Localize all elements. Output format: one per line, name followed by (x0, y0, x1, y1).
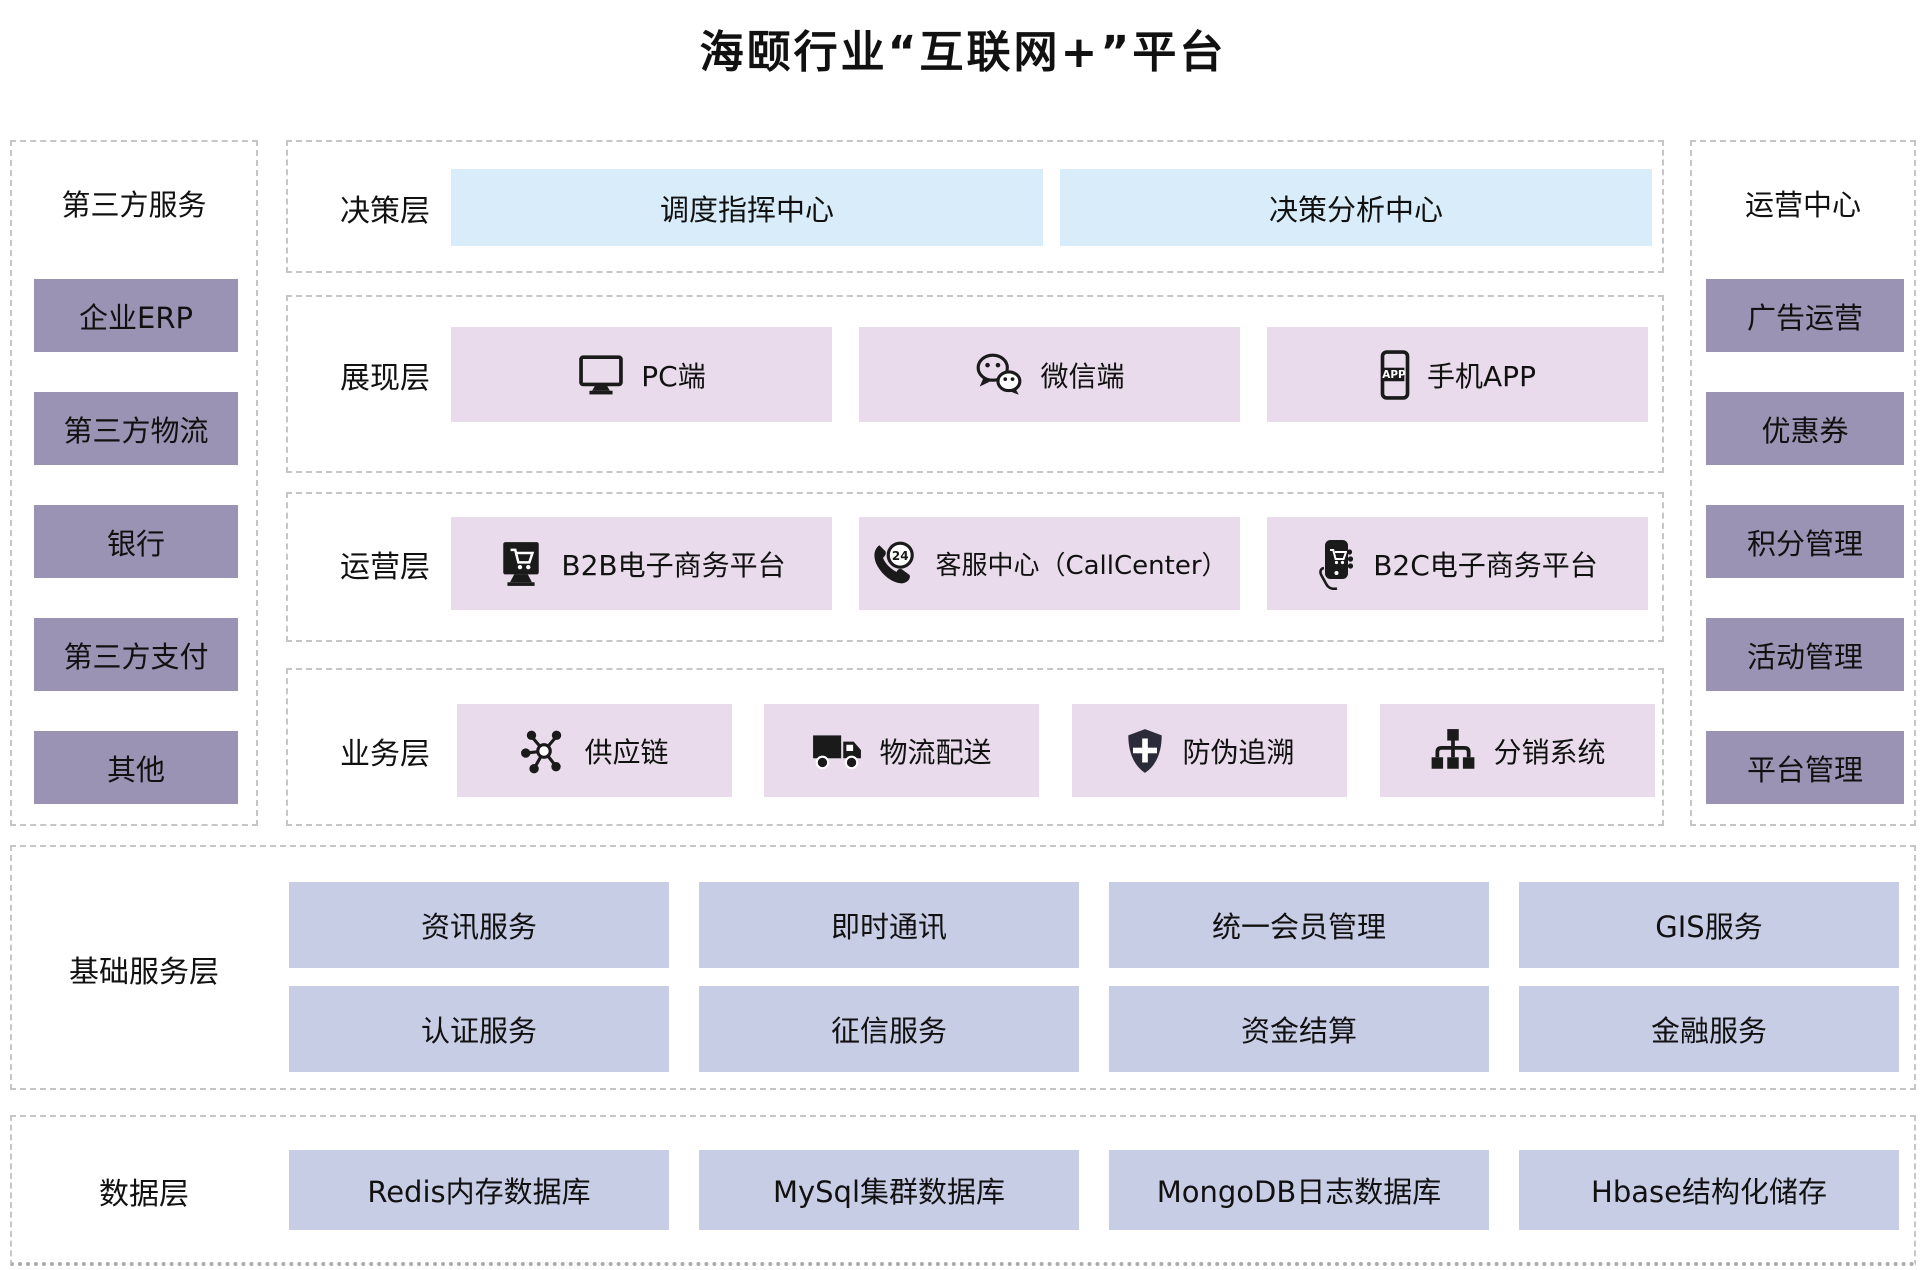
operation-item-b2c: B2C电子商务平台 (1267, 517, 1648, 610)
svg-text:24: 24 (892, 548, 909, 562)
operation-item-label: B2C电子商务平台 (1373, 548, 1598, 582)
b2c-ecommerce-icon (1317, 538, 1357, 590)
operation-center-panel: 运营中心 广告运营 优惠券 积分管理 活动管理 平台管理 (1690, 140, 1916, 826)
third-party-item-erp: 企业ERP (34, 279, 238, 352)
data-layer-mysql: MySql集群数据库 (699, 1150, 1079, 1230)
operation-item-callcenter: 24 客服中心（CallCenter） (859, 517, 1240, 610)
data-layer-hbase: Hbase结构化储存 (1519, 1150, 1899, 1230)
decision-item-analysis-center: 决策分析中心 (1060, 169, 1652, 246)
supply-chain-icon (520, 727, 568, 775)
base-service-finance: 金融服务 (1519, 986, 1899, 1072)
decision-item-dispatch-center: 调度指挥中心 (451, 169, 1043, 246)
operation-layer-container: 运营层 B2B电子商务平台 24 客服中心（CallCenter） (286, 492, 1664, 642)
anti-fake-shield-icon (1124, 727, 1166, 775)
business-layer-label: 业务层 (340, 737, 430, 772)
business-item-anti-fake: 防伪追溯 (1072, 704, 1347, 797)
base-service-info: 资讯服务 (289, 882, 669, 968)
op-center-item-coupon: 优惠券 (1706, 392, 1904, 465)
presentation-item-wechat: 微信端 (859, 327, 1240, 422)
operation-item-b2b: B2B电子商务平台 (451, 517, 832, 610)
base-service-settlement: 资金结算 (1109, 986, 1489, 1072)
op-center-item-activity: 活动管理 (1706, 618, 1904, 691)
mobile-app-icon: APP (1379, 349, 1411, 400)
base-service-im: 即时通讯 (699, 882, 1079, 968)
third-party-item-payment: 第三方支付 (34, 618, 238, 691)
data-layer-redis: Redis内存数据库 (289, 1150, 669, 1230)
presentation-item-pc: PC端 (451, 327, 832, 422)
business-item-logistics: 物流配送 (764, 704, 1039, 797)
business-item-label: 供应链 (584, 735, 669, 769)
business-layer-container: 业务层 供应链 (286, 668, 1664, 826)
third-party-services-panel: 第三方服务 企业ERP 第三方物流 银行 第三方支付 其他 (10, 140, 258, 826)
data-layer-container: 数据层 Redis内存数据库 MySql集群数据库 MongoDB日志数据库 H… (10, 1115, 1916, 1266)
operation-item-label: 客服中心（CallCenter） (935, 551, 1228, 581)
decision-layer-container: 决策层 调度指挥中心 决策分析中心 (286, 140, 1664, 273)
presentation-layer-container: 展现层 PC端 微信端 (286, 295, 1664, 473)
operation-layer-label: 运营层 (340, 550, 430, 585)
base-service-credit: 征信服务 (699, 986, 1079, 1072)
presentation-item-label: 微信端 (1040, 359, 1125, 393)
business-item-supply-chain: 供应链 (457, 704, 732, 797)
data-layer-label: 数据层 (99, 1177, 189, 1212)
business-item-distribution: 分销系统 (1380, 704, 1655, 797)
business-item-label: 防伪追溯 (1182, 735, 1295, 769)
base-services-label: 基础服务层 (69, 955, 219, 990)
presentation-item-app: APP 手机APP (1267, 327, 1648, 422)
op-center-item-points: 积分管理 (1706, 505, 1904, 578)
pc-monitor-icon (577, 354, 625, 396)
distribution-tree-icon (1429, 727, 1477, 775)
base-service-gis: GIS服务 (1519, 882, 1899, 968)
svg-text:APP: APP (1382, 369, 1406, 381)
page-title: 海颐行业“互联网+”平台 (699, 27, 1227, 78)
business-item-label: 物流配送 (879, 735, 992, 769)
operation-item-label: B2B电子商务平台 (561, 548, 786, 582)
data-layer-mongodb: MongoDB日志数据库 (1109, 1150, 1489, 1230)
b2b-ecommerce-icon (497, 540, 545, 588)
op-center-item-platform: 平台管理 (1706, 731, 1904, 804)
third-party-item-other: 其他 (34, 731, 238, 804)
third-party-item-bank: 银行 (34, 505, 238, 578)
third-party-services-header: 第三方服务 (61, 188, 207, 222)
op-center-item-ads: 广告运营 (1706, 279, 1904, 352)
decision-layer-label: 决策层 (340, 194, 430, 229)
operation-center-header: 运营中心 (1744, 188, 1861, 222)
base-services-container: 基础服务层 资讯服务 即时通讯 统一会员管理 GIS服务 认证服务 征信服务 资… (10, 845, 1916, 1090)
logistics-truck-icon (811, 730, 863, 772)
base-service-auth: 认证服务 (289, 986, 669, 1072)
third-party-item-logistics: 第三方物流 (34, 392, 238, 465)
business-item-label: 分销系统 (1493, 735, 1606, 769)
presentation-item-label: 手机APP (1427, 359, 1536, 393)
presentation-item-label: PC端 (641, 359, 706, 393)
callcenter-24h-icon: 24 (871, 540, 919, 588)
presentation-layer-label: 展现层 (340, 361, 430, 396)
base-service-member: 统一会员管理 (1109, 882, 1489, 968)
wechat-icon (974, 352, 1024, 398)
